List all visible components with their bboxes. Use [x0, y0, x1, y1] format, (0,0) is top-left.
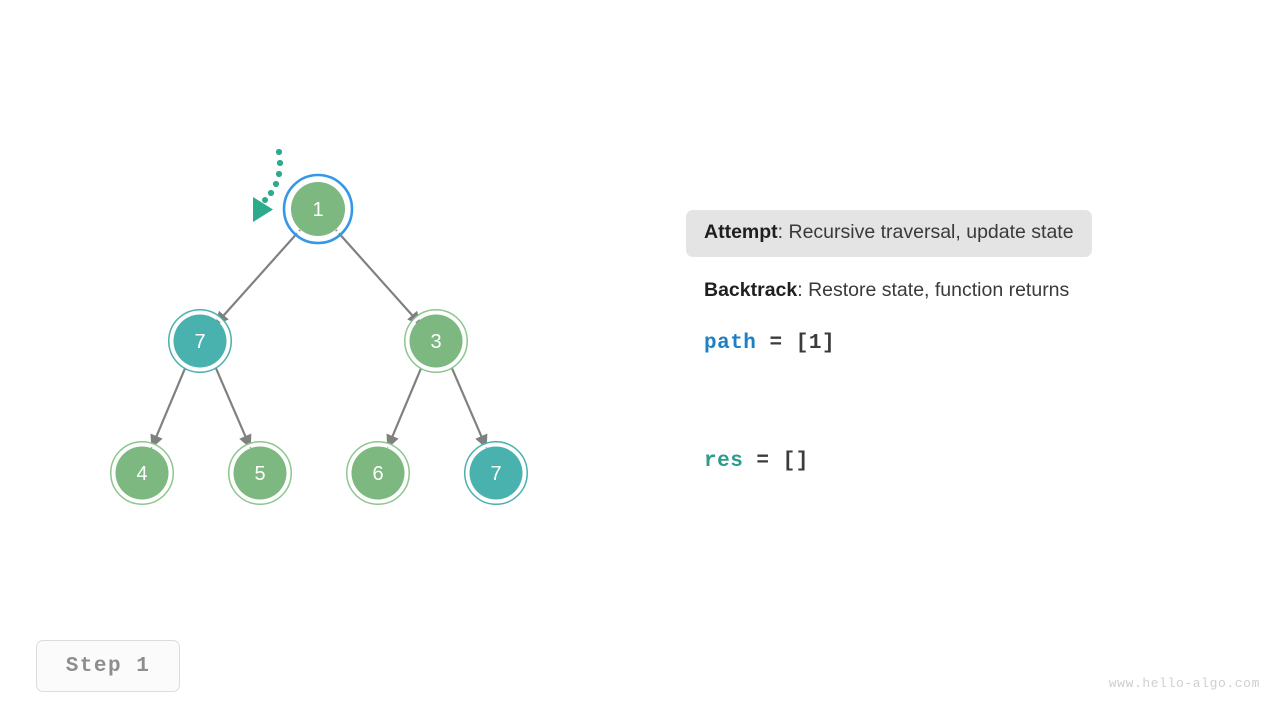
attempt-label: Attempt — [704, 221, 778, 243]
node-ring — [346, 441, 410, 505]
tree-edge — [335, 229, 422, 326]
tree-node-7-left[interactable]: 7 — [168, 309, 232, 373]
inner-white-ring — [169, 310, 231, 372]
node-circle — [173, 314, 227, 368]
site-watermark: www.hello-algo.com — [1108, 676, 1260, 691]
node-circle — [469, 446, 523, 500]
state-line-path: path = [1] — [704, 332, 835, 355]
binary-tree-diagram: 1 7 3 4 — [110, 148, 528, 505]
node-ring — [168, 309, 232, 373]
equals-sign-res: = — [743, 450, 783, 473]
tree-node-6[interactable]: 6 — [346, 441, 410, 505]
tree-edge — [214, 229, 301, 326]
pointer-trail-dot — [275, 170, 283, 178]
tree-node-7-leaf[interactable]: 7 — [464, 441, 528, 505]
step-badge: Step 1 — [36, 640, 180, 692]
inner-white-ring — [465, 442, 527, 504]
inner-white-ring — [229, 442, 291, 504]
backtrack-description: Backtrack: Restore state, function retur… — [686, 278, 1246, 301]
variable-name-path: path — [704, 332, 757, 355]
pointer-trail-dot — [272, 180, 280, 188]
variable-value-res: [] — [782, 450, 809, 473]
node-circle — [409, 314, 463, 368]
node-circle — [291, 182, 345, 236]
backtrack-label: Backtrack — [704, 278, 798, 301]
tree-nodes: 1 7 3 4 — [110, 173, 528, 505]
tree-edge — [213, 365, 252, 449]
pointer-trail-dot — [267, 189, 275, 197]
inner-white-ring — [405, 310, 467, 372]
pointer-trail-dot — [275, 148, 283, 156]
inner-white-ring — [347, 442, 409, 504]
node-circle — [115, 446, 169, 500]
step-badge-label: Step 1 — [65, 654, 151, 678]
node-circle — [233, 446, 287, 500]
inner-white-ring — [285, 176, 351, 242]
attempt-description: Attempt: Recursive traversal, update sta… — [686, 210, 1092, 257]
tree-edge — [386, 365, 424, 449]
pointer-trail-dot — [262, 197, 268, 203]
tree-node-5[interactable]: 5 — [228, 441, 292, 505]
backtrack-text: : Restore state, function returns — [797, 278, 1070, 301]
node-ring — [228, 441, 292, 505]
tree-node-3[interactable]: 3 — [404, 309, 468, 373]
pointer-trail-dot — [276, 159, 284, 167]
tree-edge — [150, 365, 188, 449]
attempt-text: : Recursive traversal, update state — [777, 221, 1074, 243]
inner-white-ring — [111, 442, 173, 504]
recursion-pointer-icon — [253, 148, 284, 222]
tree-node-4[interactable]: 4 — [110, 441, 174, 505]
node-ring — [464, 441, 528, 505]
explanation-panel: Attempt: Recursive traversal, update sta… — [686, 210, 1246, 300]
tree-edge — [449, 365, 488, 449]
node-circle — [351, 446, 405, 500]
node-ring — [404, 309, 468, 373]
pointer-arrow-icon — [253, 197, 273, 222]
variable-value-path: [1] — [795, 332, 836, 355]
tree-node-1[interactable]: 1 — [282, 173, 354, 245]
variable-name-res: res — [704, 450, 744, 473]
tree-edges — [150, 229, 488, 449]
active-ring — [282, 173, 354, 245]
equals-sign-path: = — [756, 332, 796, 355]
state-line-res: res = [] — [704, 450, 809, 473]
node-ring — [110, 441, 174, 505]
